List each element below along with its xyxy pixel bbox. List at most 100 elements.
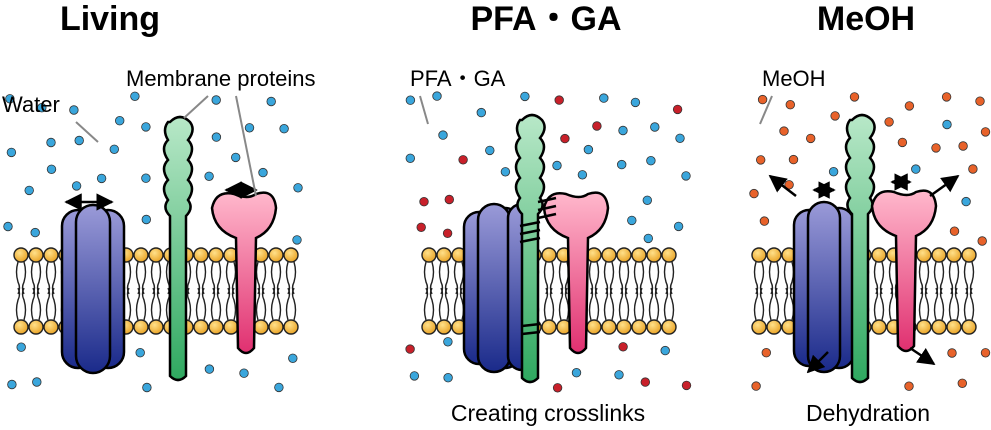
lipid-tail (873, 287, 879, 321)
lipid-tail (774, 287, 780, 321)
water-molecule (409, 371, 420, 381)
lipid-head (223, 319, 239, 335)
solvent-molecule (897, 137, 908, 148)
water-molecule (211, 132, 222, 142)
water-molecule (405, 153, 416, 164)
lipid-head (43, 247, 59, 263)
lipid-tail (51, 287, 57, 321)
water-molecule (552, 160, 562, 171)
lipid-head (631, 319, 647, 335)
fixative-molecule (640, 377, 651, 387)
solvent-molecule (830, 111, 840, 121)
lipid-tail (753, 287, 759, 321)
water-molecule (571, 368, 582, 378)
water-label: Water (2, 92, 60, 117)
solvent-molecule (968, 164, 978, 174)
lipid-head (751, 319, 767, 335)
helical-protein (514, 113, 546, 384)
lipid-tail (609, 287, 615, 321)
water-molecule (405, 95, 416, 105)
lipid-head (133, 247, 149, 263)
lipid-tail (141, 287, 147, 321)
water-molecule (520, 91, 530, 102)
lipid-tail (285, 287, 291, 321)
lipid-tail (759, 287, 765, 321)
lipid-head (766, 247, 782, 263)
lipid-tail (210, 287, 216, 321)
lipid-tail (924, 287, 930, 321)
lipid-head (268, 319, 284, 335)
lipid-tail (879, 287, 885, 321)
lipid-head (421, 319, 437, 335)
lipid-tail (201, 287, 207, 321)
fixative-label: PFA・GA (410, 66, 506, 91)
lipid-tail (648, 287, 654, 321)
lipid-tail (231, 287, 237, 321)
lipid-tail (15, 287, 21, 321)
water-molecule (443, 337, 453, 347)
lipid-head (766, 319, 782, 335)
fixative-molecule (560, 133, 570, 144)
solvent-leader-line (759, 95, 773, 125)
lipid-tail (969, 287, 975, 321)
lipid-tail (255, 287, 261, 321)
solvent-molecule (779, 126, 789, 136)
channel-protein (60, 203, 126, 375)
water-molecule (141, 122, 151, 132)
lipid-tail (543, 287, 549, 321)
panel-meoh: MeOH MeOH Dehydration (749, 0, 991, 426)
solvent-molecule (980, 127, 991, 137)
lipid-head (283, 247, 299, 263)
fixative-molecule (405, 344, 415, 354)
lipid-head (193, 319, 209, 335)
lipid-tail (150, 287, 156, 321)
lipid-head (646, 319, 662, 335)
lipid-head (931, 319, 947, 335)
lipid-tail (558, 287, 564, 321)
water-molecule (681, 171, 691, 181)
water-molecule (135, 348, 145, 358)
water-molecule (617, 159, 627, 170)
solvent-molecule (975, 96, 985, 106)
lipid-tail (588, 287, 594, 321)
lipid-head (871, 319, 887, 335)
crosslinks (519, 196, 557, 336)
water-molecule (614, 370, 624, 380)
water-molecule (650, 122, 660, 132)
water-molecule (438, 130, 448, 140)
lipid-tail (429, 287, 435, 321)
fixative-leader-line (419, 95, 429, 125)
fixative-molecule (552, 383, 563, 393)
water-molecule (109, 144, 120, 155)
lipid-tail (186, 287, 192, 321)
lipid-tail (639, 287, 645, 321)
solvent-molecule (957, 378, 968, 389)
lipid-head (601, 319, 617, 335)
lipid-head (436, 319, 452, 335)
water-molecule (141, 214, 152, 225)
water-molecule (577, 170, 588, 180)
water-molecule (673, 221, 684, 232)
lipid-tail (270, 287, 276, 321)
water-molecule (16, 342, 26, 352)
lipid-head (541, 247, 557, 263)
solvent-molecule (904, 381, 914, 391)
water-molecule (675, 133, 685, 144)
fixative-molecule (681, 380, 692, 391)
water-leader-line (75, 121, 99, 143)
lipid-tail (963, 287, 969, 321)
lipid-head (208, 319, 224, 335)
water-molecule (142, 382, 152, 393)
water-molecule (618, 125, 628, 136)
helical-protein (162, 115, 194, 382)
lipid-head (13, 247, 29, 263)
lipid-tail (135, 287, 141, 321)
water-molecule (583, 144, 594, 155)
panel-title-pfa-ga: PFA・GA (470, 0, 621, 38)
lipid-head (43, 319, 59, 335)
lipid-head (541, 319, 557, 335)
lipid-tail (291, 287, 297, 321)
water-molecule (911, 164, 921, 174)
water-molecule (244, 123, 255, 133)
